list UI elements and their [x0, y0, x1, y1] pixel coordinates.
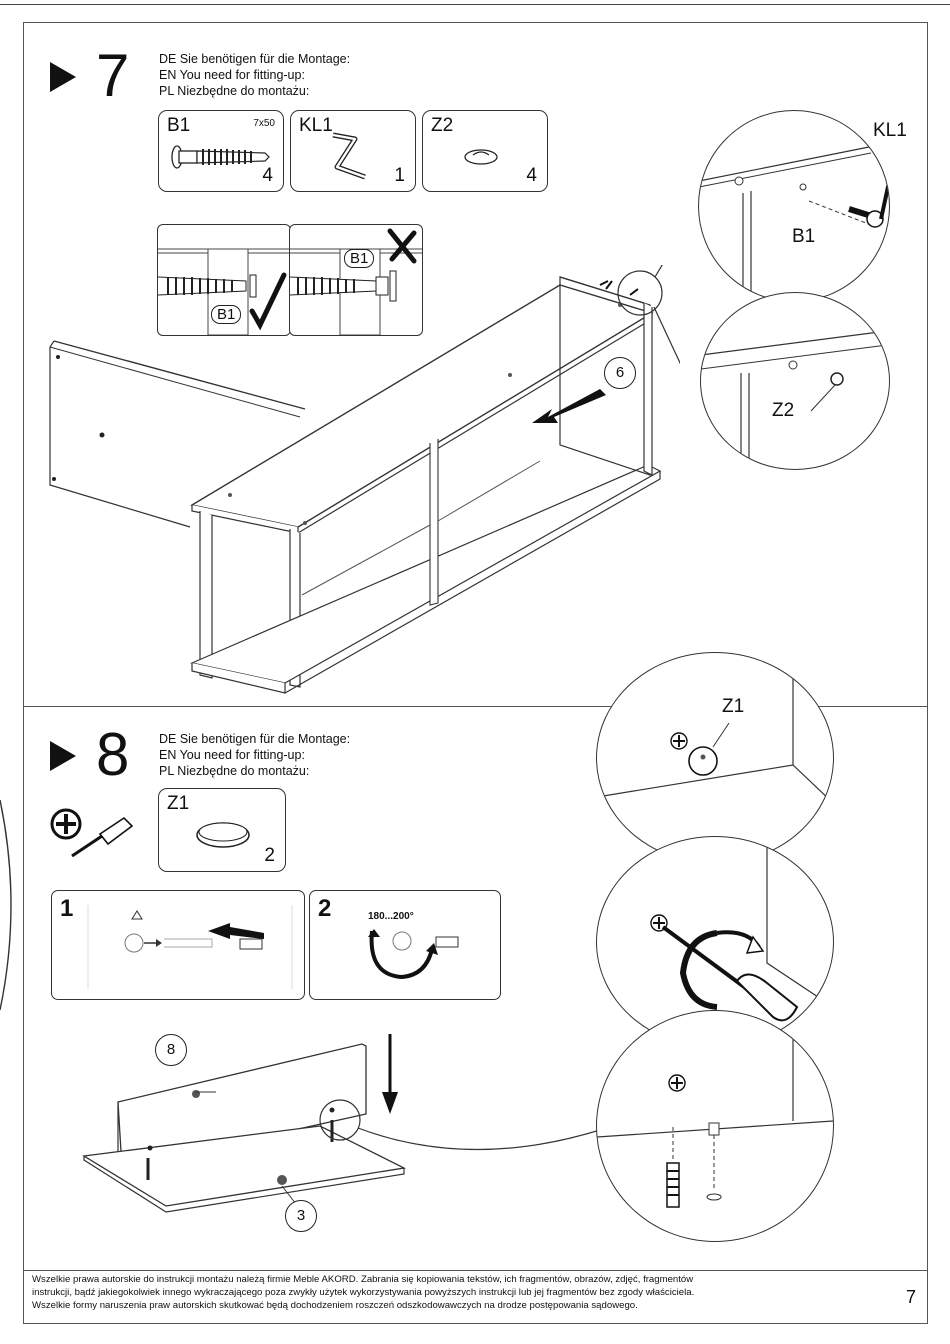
substep-2-number: 2	[318, 895, 332, 922]
step-7-requirements: DE Sie benötigen für die Montage: EN You…	[159, 51, 350, 99]
substep-1-illustration	[87, 905, 293, 989]
page-edge-arc	[0, 799, 12, 1011]
substep-2-box: 2 180...200°	[309, 890, 501, 1000]
requirements-en: EN You need for fitting-up:	[159, 748, 305, 762]
wrong-insertion-box: B1	[289, 224, 423, 336]
cam-bolt-icon	[171, 145, 270, 169]
part-quantity: 4	[526, 165, 537, 186]
z1-cap-detail-illustration	[597, 673, 833, 804]
part-box-z2: Z2 4	[422, 110, 548, 192]
wrong-insertion-illustration	[290, 228, 422, 335]
part-quantity: 2	[264, 845, 275, 866]
step-divider	[24, 706, 927, 707]
part-code: Z1	[167, 793, 190, 814]
shelf-pin-icon	[464, 149, 498, 165]
step-7-assembly-illustration	[49, 265, 680, 694]
step-8-requirements: DE Sie benötigen für die Montage: EN You…	[159, 731, 350, 779]
part-code: B1	[167, 115, 191, 136]
cover-cap-icon	[196, 822, 250, 848]
z1-detail-label: Z1	[722, 696, 745, 717]
detail-z1-cap	[596, 652, 834, 864]
requirements-de: DE Sie benötigen für die Montage:	[159, 732, 351, 746]
detail-dowel-insert	[596, 1010, 834, 1242]
part-box-kl1: KL1 1	[290, 110, 416, 192]
page-frame	[23, 22, 928, 1324]
z2-detail-illustration	[701, 330, 888, 469]
callout-3: 3	[285, 1200, 317, 1232]
part-quantity: 1	[394, 165, 405, 186]
screwdriver-turn-detail-illustration	[650, 837, 833, 1022]
page-number: 7	[906, 1287, 917, 1307]
b1-label: B1	[211, 305, 242, 324]
part-code: Z2	[431, 115, 454, 136]
requirements-de: DE Sie benötigen für die Montage:	[159, 52, 351, 66]
copyright-line: Wszelkie formy naruszenia praw autorskic…	[32, 1300, 638, 1311]
z2-detail-label: Z2	[772, 400, 795, 421]
footer-separator	[24, 1270, 927, 1271]
rotation-angle: 180...200°	[368, 911, 414, 922]
callout-8: 8	[155, 1034, 187, 1066]
copyright-notice: Wszelkie prawa autorskie do instrukcji m…	[32, 1273, 872, 1312]
step-8-assembly-illustration	[82, 1034, 600, 1213]
substep-1-number: 1	[60, 895, 74, 922]
copyright-line: Wszelkie prawa autorskie do instrukcji m…	[32, 1274, 694, 1285]
copyright-line: instrukcji, bądź jakiegokolwiek innego w…	[32, 1287, 695, 1298]
callout-6: 6	[604, 357, 636, 389]
b1-label: B1	[344, 249, 375, 268]
requirements-pl: PL Niezbędne do montażu:	[159, 764, 310, 778]
kl1-label: KL1	[873, 120, 907, 141]
b1-detail-label: B1	[792, 226, 816, 247]
allen-key-icon	[332, 132, 366, 180]
detail-z2	[700, 292, 890, 470]
detail-kl1-b1	[698, 110, 890, 302]
requirements-en: EN You need for fitting-up:	[159, 68, 305, 82]
top-border	[0, 0, 950, 5]
substep-2-illustration	[368, 929, 459, 980]
part-box-b1: B1 7x50 4	[158, 110, 284, 192]
kl1-b1-detail-illustration	[699, 146, 889, 301]
dowel-insert-detail-illustration	[597, 1011, 833, 1208]
step-8-number: 8	[96, 721, 130, 788]
screwdriver-icon	[50, 808, 134, 858]
correct-insertion-box: B1	[157, 224, 291, 336]
part-size: 7x50	[253, 118, 275, 129]
step-7-number: 7	[96, 42, 130, 109]
part-quantity: 4	[262, 165, 273, 186]
step-7-arrow-icon	[50, 62, 76, 92]
part-box-z1: Z1 2	[158, 788, 286, 872]
requirements-pl: PL Niezbędne do montażu:	[159, 84, 310, 98]
step-8-arrow-icon	[50, 741, 76, 771]
substep-1-box: 1	[51, 890, 305, 1000]
part-code: KL1	[299, 115, 333, 136]
